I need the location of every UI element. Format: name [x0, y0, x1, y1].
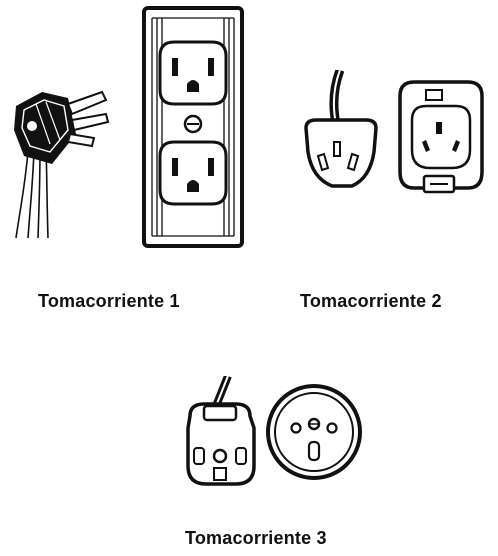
duplex-wall-outlet-icon	[142, 6, 244, 248]
caption-outlet-1: Tomacorriente 1	[38, 291, 180, 311]
caption-outlet-3: Tomacorriente 3	[185, 528, 327, 548]
round-earth-pin-socket-icon	[266, 384, 362, 480]
caption-outlet-2: Tomacorriente 2	[300, 291, 442, 311]
schuko-plug-icon	[186, 376, 256, 486]
angled-slot-socket-icon	[398, 80, 484, 194]
three-prong-plug-icon	[14, 90, 110, 239]
angled-pin-plug-icon	[304, 70, 378, 188]
